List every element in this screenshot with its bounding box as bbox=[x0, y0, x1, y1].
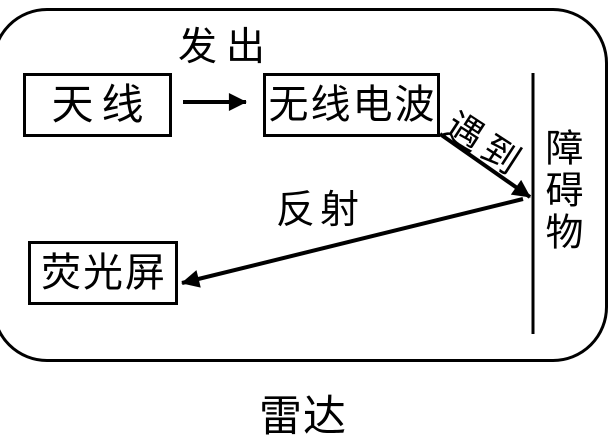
obstacle-label: 障碍物 bbox=[539, 128, 583, 254]
diagram-caption: 雷达 bbox=[259, 392, 347, 435]
radio-wave-node: 无线电波 bbox=[263, 73, 440, 137]
reflect-edge-label: 反射 bbox=[276, 188, 365, 233]
emit-edge-label: 发出 bbox=[178, 25, 275, 70]
radio-wave-label: 无线电波 bbox=[268, 82, 437, 128]
antenna-node: 天线 bbox=[23, 73, 172, 137]
fluorescent-screen-label: 荧光屏 bbox=[41, 250, 167, 296]
fluorescent-screen-node: 荧光屏 bbox=[28, 241, 178, 305]
radar-boundary-frame bbox=[0, 8, 608, 362]
antenna-label: 天线 bbox=[51, 80, 152, 129]
